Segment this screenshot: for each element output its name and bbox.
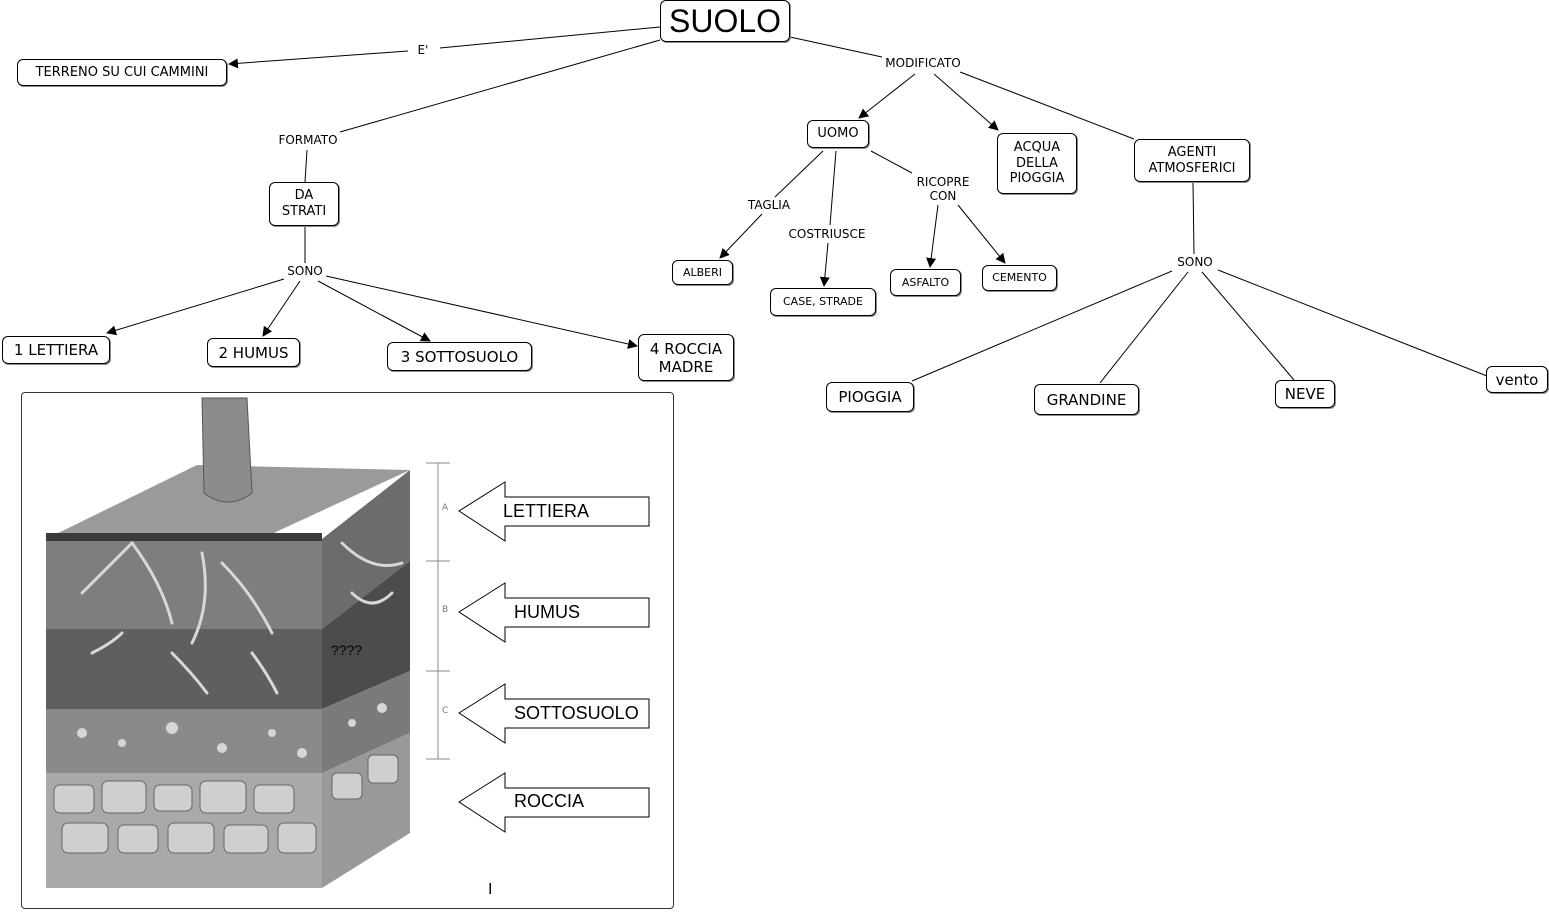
link-label-ricopre-con: RICOPRE CON xyxy=(915,175,971,203)
node-uomo[interactable]: UOMO xyxy=(807,120,869,148)
soil-profile-image: A B C LETTIERA HUMUS SOTTOSUOLO ROCCIA ?… xyxy=(21,392,674,909)
link-sono-neve xyxy=(1201,271,1295,381)
link-uomo-taglia xyxy=(774,150,824,198)
node-agenti-atmosferici[interactable]: AGENTI ATMOSFERICI xyxy=(1134,139,1250,182)
link-modificato-agenti xyxy=(959,71,1135,140)
node-humus[interactable]: 2 HUMUS xyxy=(207,338,300,367)
link-e-terreno xyxy=(228,50,409,69)
link-agenti-sono xyxy=(1192,182,1195,255)
link-label-costriusce: COSTRIUSCE xyxy=(787,227,867,241)
link-sono-roccia xyxy=(325,275,638,349)
link-sono-grandine xyxy=(1099,271,1189,384)
arrow-label-roccia: ROCCIA xyxy=(514,791,585,811)
node-cemento[interactable]: CEMENTO xyxy=(982,265,1057,291)
link-label-sono-strati: SONO xyxy=(286,264,324,278)
link-sono-humus xyxy=(262,280,301,337)
link-suolo-e xyxy=(439,26,661,49)
root-node-suolo[interactable]: SUOLO xyxy=(660,0,790,42)
node-da-strati[interactable]: DA STRATI xyxy=(269,182,339,226)
horizon-label-c: C xyxy=(442,706,449,716)
link-sono-vento xyxy=(1217,269,1488,377)
link-uomo-costriusce xyxy=(829,150,837,226)
soil-block-illustration xyxy=(46,397,650,888)
link-label-modificato: MODIFICATO xyxy=(884,56,962,70)
link-suolo-modificato xyxy=(789,36,883,58)
node-alberi[interactable]: ALBERI xyxy=(672,260,733,285)
horizon-label-b: B xyxy=(442,605,449,615)
link-label-formato: FORMATO xyxy=(277,133,339,147)
node-sottosuolo[interactable]: 3 SOTTOSUOLO xyxy=(387,342,532,371)
node-vento[interactable]: vento xyxy=(1486,366,1548,393)
link-sono-sottosuolo xyxy=(317,280,431,342)
link-suolo-formato xyxy=(339,39,661,133)
link-taglia-alberi xyxy=(719,213,763,259)
link-label-e: E' xyxy=(416,43,430,57)
text-cursor: I xyxy=(488,881,493,898)
node-terreno[interactable]: TERRENO SU CUI CAMMINI xyxy=(17,59,227,86)
horizon-label-a: A xyxy=(442,503,449,513)
link-ricopre-asfalto xyxy=(926,204,939,268)
node-pioggia[interactable]: PIOGGIA xyxy=(826,382,914,412)
node-asfalto[interactable]: ASFALTO xyxy=(890,269,961,296)
link-ricopre-cemento xyxy=(957,204,1006,264)
arrow-label-sottosuolo: SOTTOSUOLO xyxy=(514,703,639,723)
link-label-taglia: TAGLIA xyxy=(746,198,792,212)
node-neve[interactable]: NEVE xyxy=(1275,380,1335,408)
node-lettiera[interactable]: 1 LETTIERA xyxy=(2,336,110,364)
unknown-marks: ???? xyxy=(331,642,363,658)
link-sono-lettiera xyxy=(106,278,285,336)
link-label-sono-agenti: SONO xyxy=(1176,255,1214,269)
node-grandine[interactable]: GRANDINE xyxy=(1034,384,1139,415)
link-formato-dastrati xyxy=(304,149,308,183)
arrow-label-humus: HUMUS xyxy=(514,602,580,622)
link-modificato-uomo xyxy=(858,73,916,119)
link-sono-pioggia xyxy=(911,270,1173,382)
node-case-strade[interactable]: CASE, STRADE xyxy=(770,288,876,316)
link-modificato-acqua xyxy=(933,73,999,131)
link-uomo-ricopre xyxy=(870,150,913,174)
node-roccia-madre[interactable]: 4 ROCCIA MADRE xyxy=(638,334,734,381)
link-costriusce-case xyxy=(819,242,830,287)
arrow-label-lettiera: LETTIERA xyxy=(503,501,590,521)
node-acqua-della-pioggia[interactable]: ACQUA DELLA PIOGGIA xyxy=(997,133,1077,194)
